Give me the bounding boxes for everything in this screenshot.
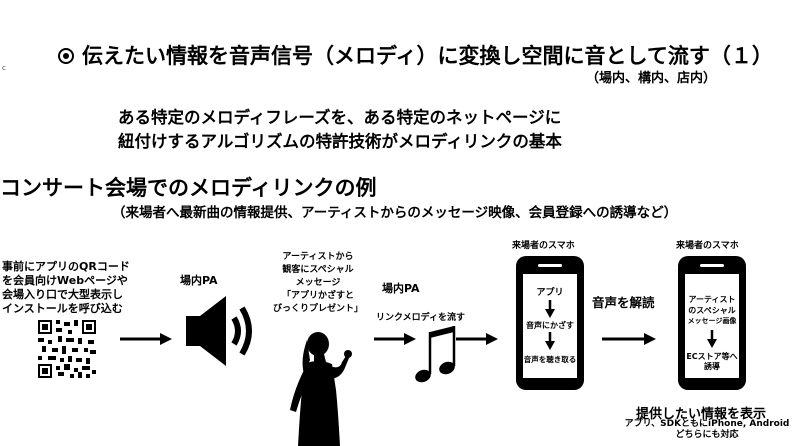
qr-code-icon [38,320,96,378]
artist-message-line: 「アプリかざすと [281,291,354,301]
arrow-down-icon [707,330,717,348]
bullet-icon [58,48,74,64]
smartphone-icon: アプリ 音声にかざす 音声を聴き取る [516,256,584,390]
phone2-ec: ECストア等へ 誘導 [685,352,739,372]
description-line-2: 紐付けするアルゴリズムの特許技術がメロディリンクの基本 [118,132,562,151]
result-title: 提供したい情報を表示 [636,407,767,422]
phone1-screen: アプリ 音声にかざす 音声を聴き取る [523,274,577,378]
pa-label-2: 場内PA [382,282,420,295]
phone2-line: 誘導 [704,362,720,371]
arrow-down-icon [545,300,555,318]
phone1-step-1: アプリ [536,288,564,298]
phone2-screen: アーティスト のスペシャル メッセージ画像 ECストア等へ 誘導 [685,274,739,378]
result-note-line: どちらにも対応 [675,430,739,440]
artist-message-line: 観客にスペシャル [282,265,354,275]
intro-text: 事前にアプリのQRコード を会員向けWebページや 会場入り口で大型表示し イン… [2,260,130,316]
singer-silhouette-icon [290,332,352,446]
intro-line: 会場入り口で大型表示し [2,288,123,301]
phone1-title: 来場者のスマホ [512,241,575,251]
phone1-step-3: 音声を聴き取る [523,355,577,364]
intro-line: を会員向けWebページや [2,274,128,287]
artist-message-line: アーティストから [282,252,354,262]
section-title: コンサート会場でのメロディリンクの例 [0,176,377,200]
corner-mark: c [2,64,6,72]
phone1-step-2: 音声にかざす [526,321,574,330]
page-title: 伝えたい情報を音声信号（メロディ）に変換し空間に音として流す（１） [58,40,773,70]
phone2-line: メッセージ画像 [687,317,737,325]
phone-speaker [700,264,724,267]
phone2-line: アーティスト [688,295,736,304]
pa-label-1: 場内PA [180,274,218,287]
arrow-right-icon [456,333,498,345]
intro-line: 事前にアプリのQRコード [2,260,130,273]
phone2-line: のスペシャル [688,306,736,315]
smartphone-icon: アーティスト のスペシャル メッセージ画像 ECストア等へ 誘導 [678,256,746,390]
arrow-down-icon [545,332,555,350]
intro-line: インストールを呼び込む [2,302,123,315]
section-subtitle: （来場者へ最新曲の情報提供、アーティストからのメッセージ映像、会員登録への誘導な… [112,205,678,221]
arrow-right-icon [602,333,656,345]
result-note-line: アプリ、SDKともにiPhone, Android [624,419,790,429]
phone2-message: アーティスト のスペシャル メッセージ画像 [685,294,739,327]
result-note: アプリ、SDKともにiPhone, Android どちらにも対応 [612,419,802,441]
arrow-right-icon [374,333,416,345]
phone-speaker [538,264,562,267]
description-line-1: ある特定のメロディフレーズを、ある特定のネットページに [118,108,562,127]
speaker-icon [186,296,252,366]
artist-message-line: メッセージ [295,278,341,288]
artist-message-line: びっくりプレゼント」 [272,304,363,314]
artist-message: アーティストから 観客にスペシャル メッセージ 「アプリかざすと びっくりプレゼ… [262,252,374,315]
phone2-title: 来場者のスマホ [676,241,739,251]
decode-label: 音声を解読 [592,295,655,310]
arrow-right-icon [120,333,172,345]
page-subtitle: （場内、構内、店内） [586,71,717,86]
phone2-line: ECストア等へ [686,352,738,361]
music-note-icon [415,326,456,383]
melody-label: リンクメロディを流す [376,313,466,323]
page-title-text: 伝えたい情報を音声信号（メロディ）に変換し空間に音として流す（１） [82,44,773,68]
